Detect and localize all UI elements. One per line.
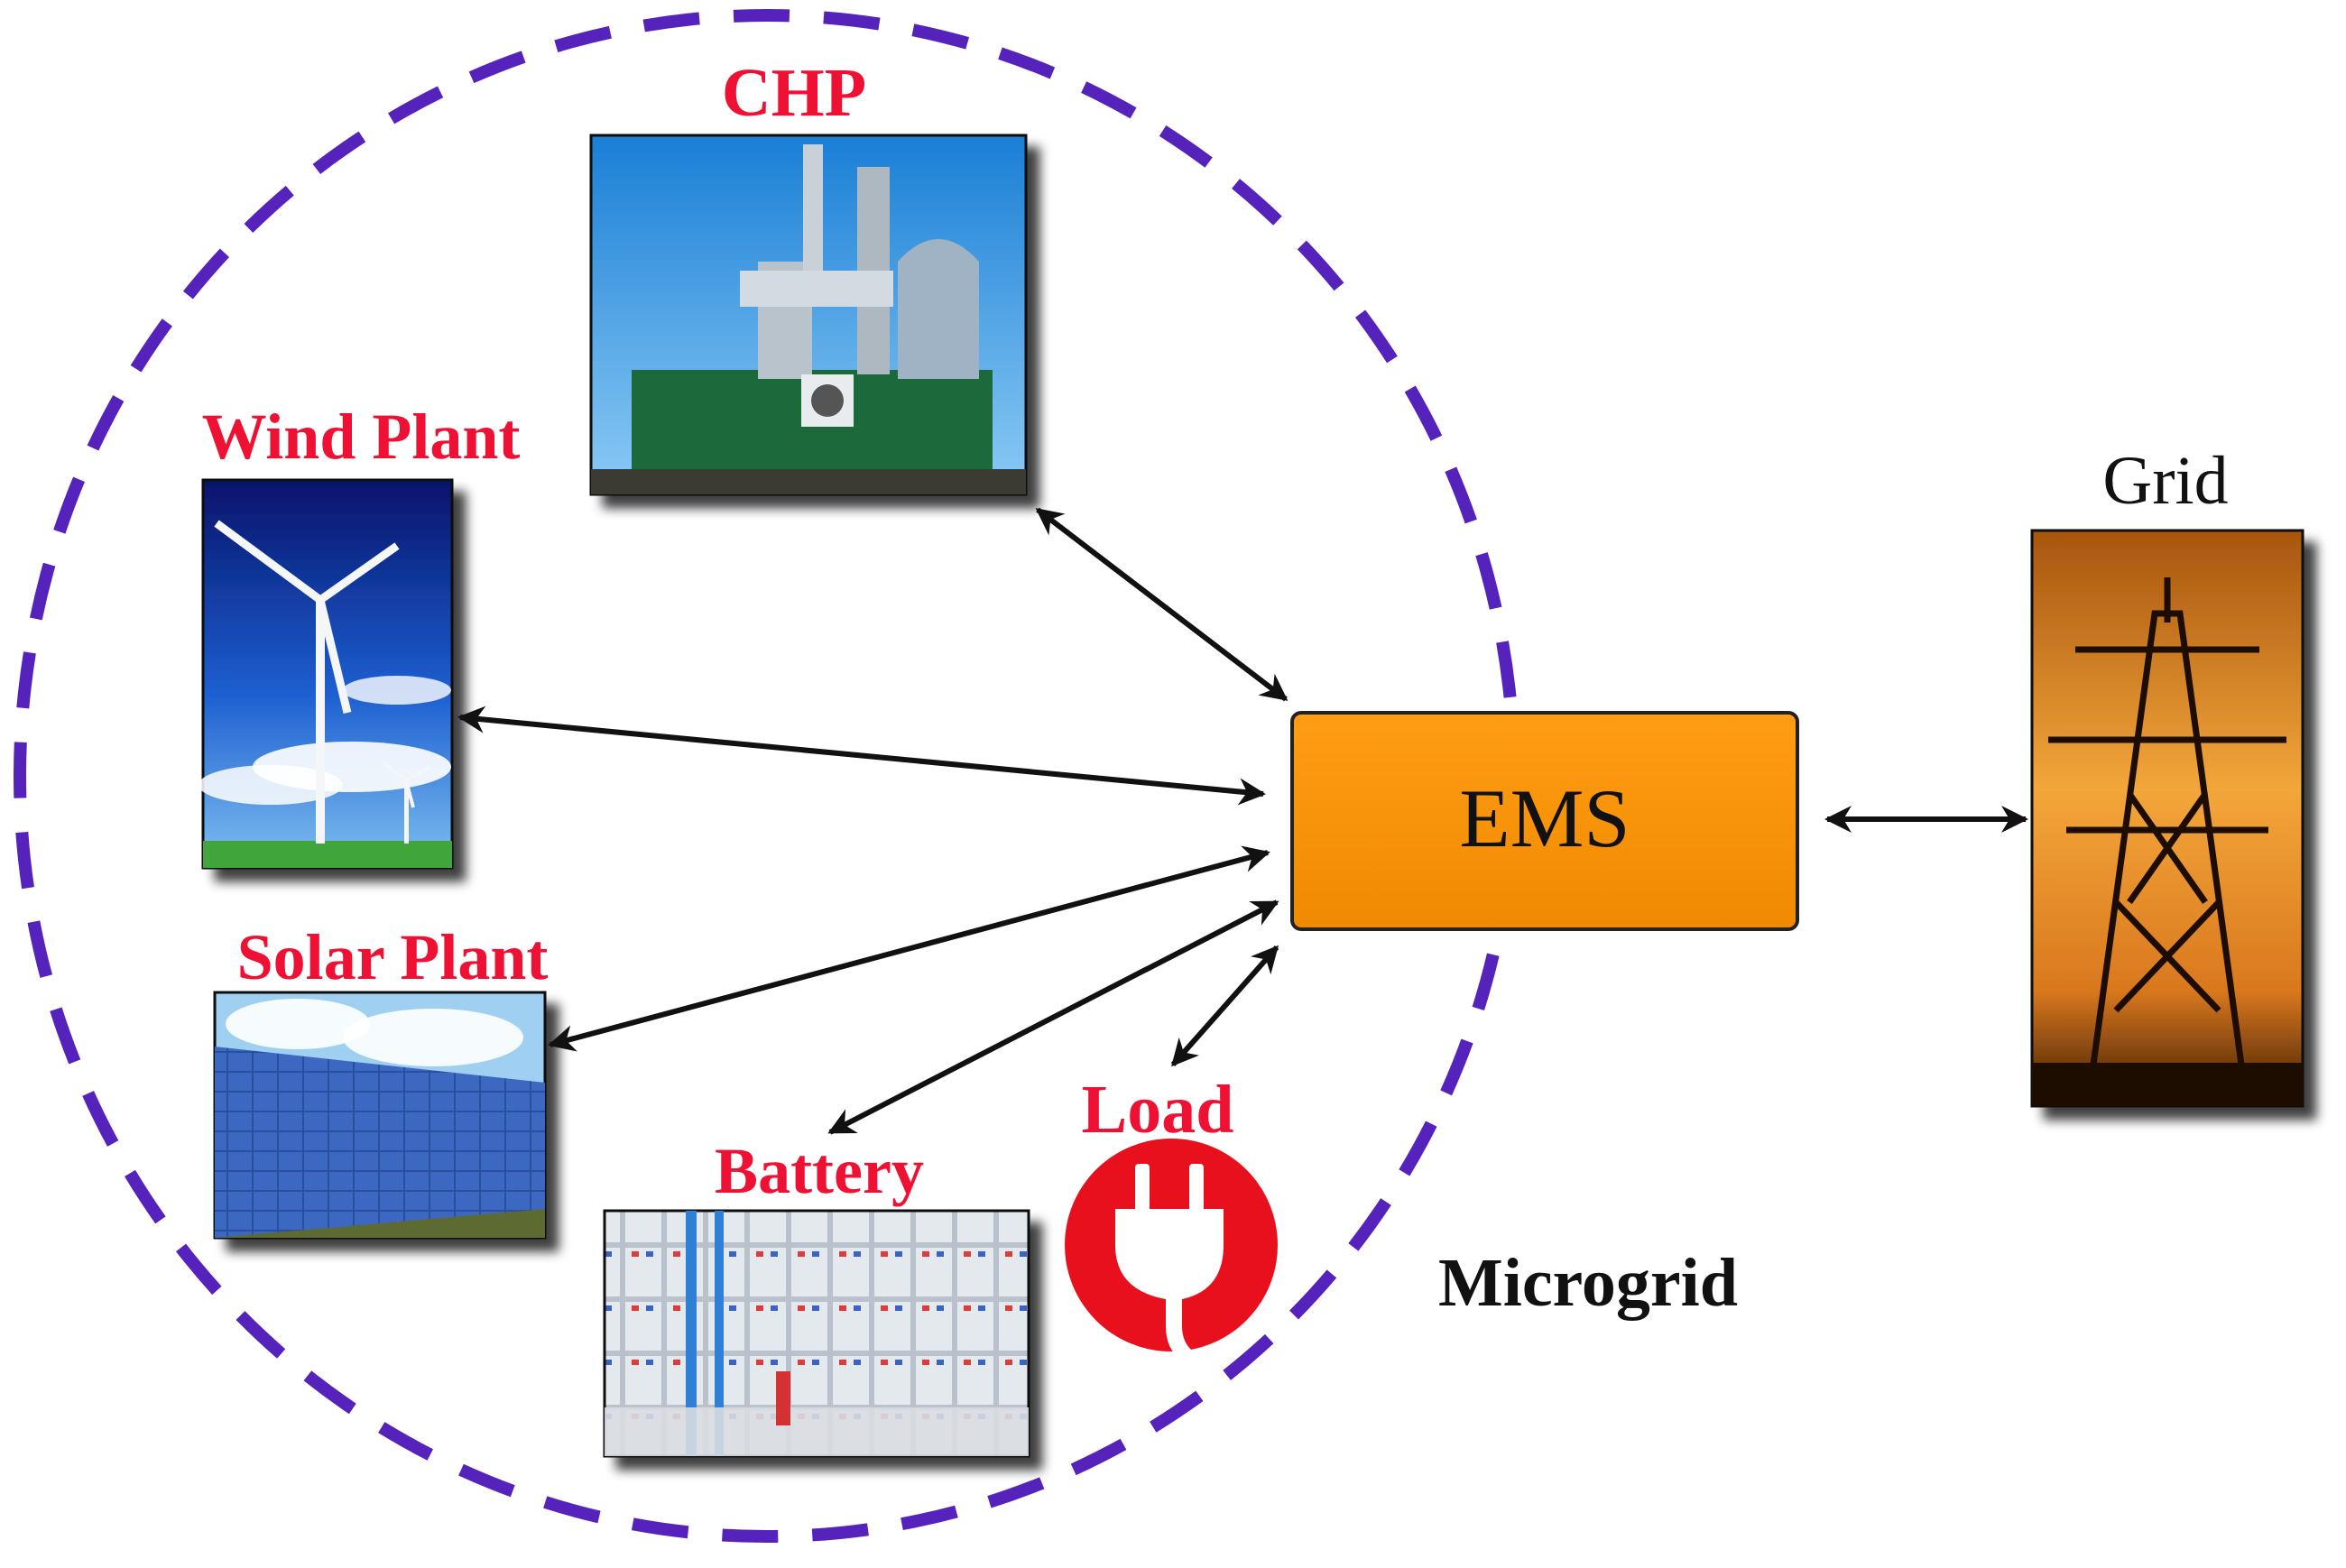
arrow-chp-ems	[1035, 507, 1288, 702]
solar-plant-image	[213, 991, 547, 1240]
battery-label: Battery	[715, 1135, 924, 1207]
chp-image	[589, 134, 1028, 496]
chp-label: CHP	[722, 55, 866, 131]
battery-image	[603, 1209, 1030, 1458]
ems-box: EMS	[1290, 711, 1799, 931]
wind-plant-label: Wind Plant	[202, 401, 521, 473]
wind-plant-image	[199, 478, 454, 870]
connection-arrows	[457, 507, 2028, 1135]
microgrid-label: Microgrid	[1438, 1245, 1738, 1321]
power-plug-icon	[1065, 1139, 1278, 1360]
arrow-load-ems	[1170, 945, 1279, 1067]
solar-plant-label: Solar Plant	[237, 921, 549, 993]
arrow-wind-ems	[457, 706, 1266, 806]
arrow-solar-ems	[548, 845, 1270, 1052]
load-label: Load	[1082, 1072, 1234, 1148]
arrow-battery-ems	[827, 899, 1279, 1135]
ems-label: EMS	[1459, 772, 1630, 864]
grid-tower-image	[2030, 529, 2304, 1108]
grid-label: Grid	[2102, 443, 2228, 519]
